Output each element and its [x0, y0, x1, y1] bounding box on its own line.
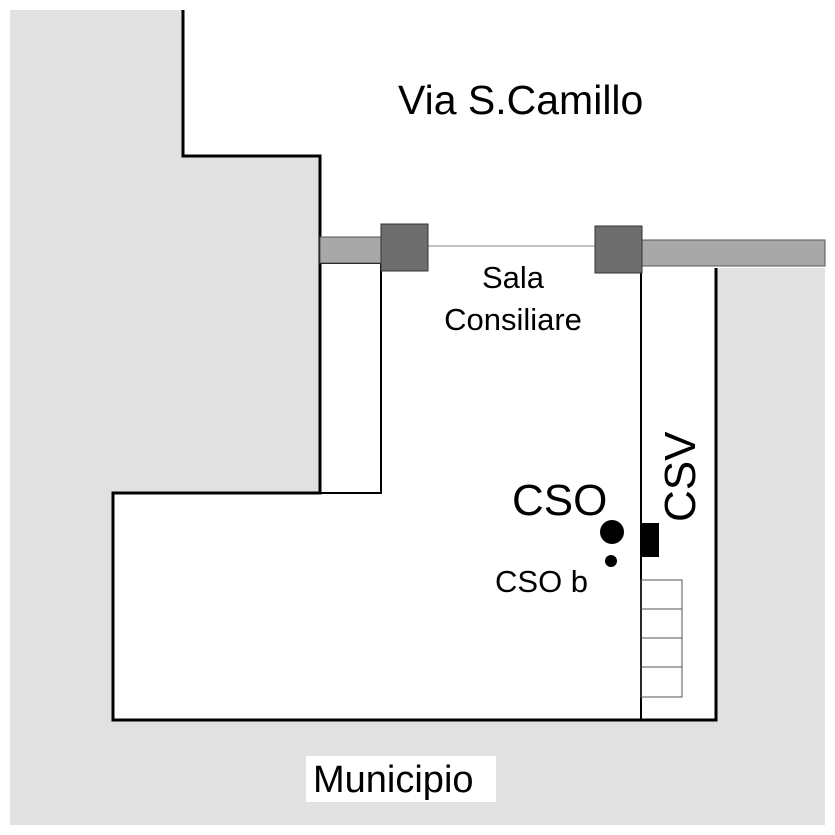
staircase [640, 579, 683, 698]
room-label-line1: Sala [482, 260, 545, 295]
room-label-line2: Consiliare [444, 302, 582, 337]
csv-label: CSV [656, 431, 705, 522]
right-beam [640, 239, 826, 267]
street-label: Via S.Camillo [398, 77, 643, 123]
left-passage-wall [320, 262, 382, 494]
left-pillar [380, 223, 429, 272]
right-pillar [594, 225, 643, 274]
cso-sensor-marker [600, 520, 624, 544]
cso-label: CSO [512, 476, 607, 525]
building-label-bg [306, 756, 496, 802]
cso-b-sensor-marker [605, 555, 617, 567]
cso-b-label: CSO b [495, 564, 588, 599]
left-building-mass [10, 10, 825, 825]
building-label: Municipio [313, 759, 474, 801]
left-wall-outline [111, 10, 718, 722]
csv-sensor-marker [641, 523, 659, 557]
left-beam [319, 236, 383, 264]
